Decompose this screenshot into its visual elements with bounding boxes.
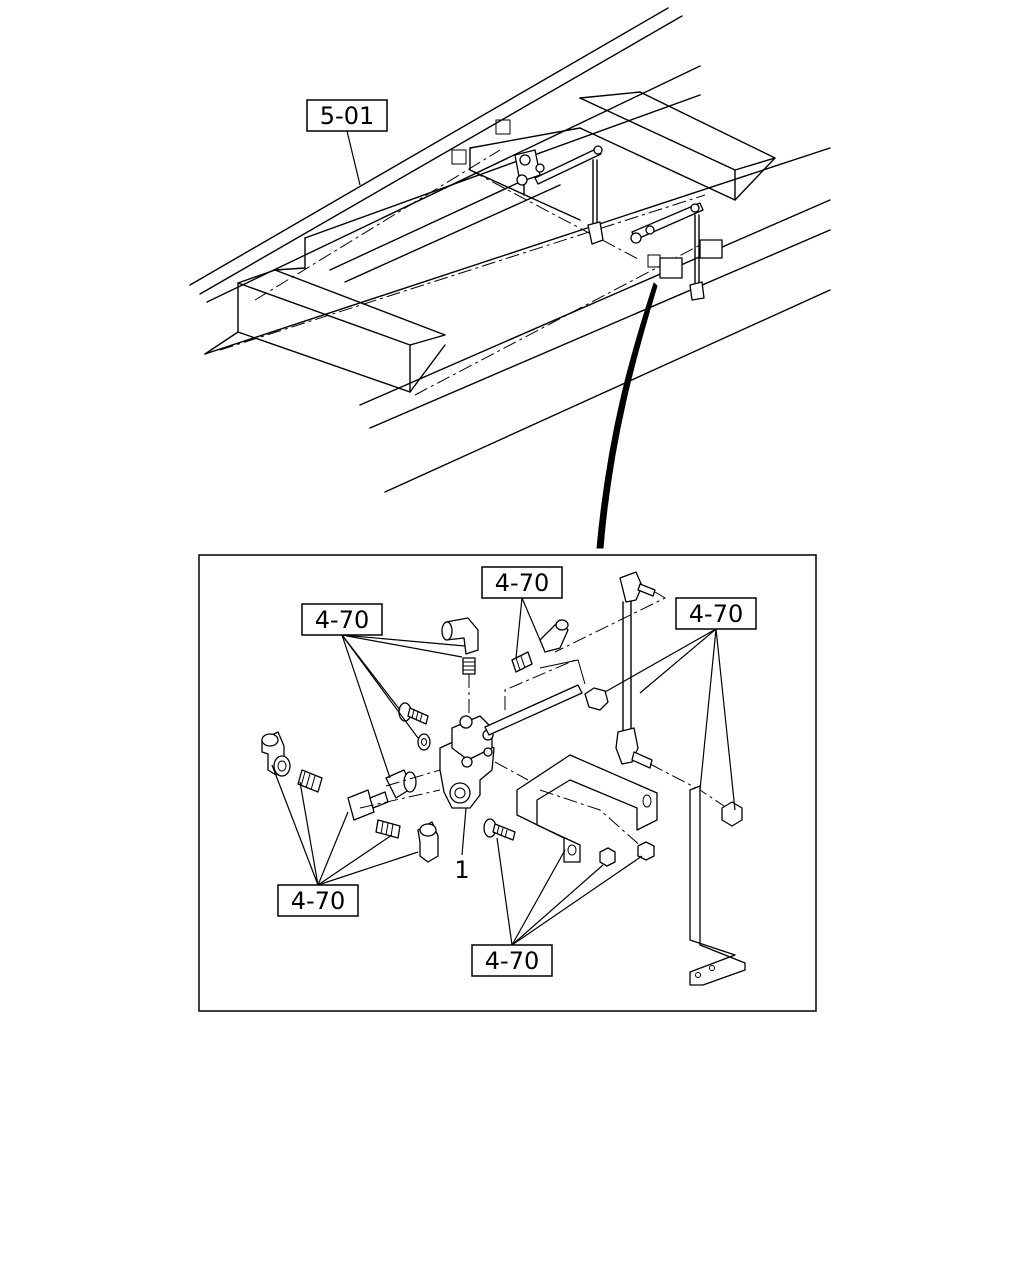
item-number-label: 1 bbox=[454, 856, 469, 884]
callout-lower-left: 4-70 bbox=[277, 884, 359, 917]
leaders-upper-center bbox=[515, 597, 541, 659]
callout-upper-right-label: 4-70 bbox=[689, 600, 743, 628]
callout-lower-center: 4-70 bbox=[471, 944, 553, 977]
bracket-bolt bbox=[483, 818, 516, 841]
valve-assembly-right bbox=[630, 202, 705, 301]
callout-upper-left-label: 4-70 bbox=[315, 606, 369, 634]
frame-reference-callout: 5-01 bbox=[306, 99, 388, 186]
lever-nut bbox=[584, 687, 609, 711]
top-right-fittings bbox=[511, 619, 569, 673]
callout-upper-center-label: 4-70 bbox=[495, 569, 549, 597]
bracket-nut-2 bbox=[637, 841, 655, 861]
rod-nut bbox=[721, 801, 743, 827]
strap-bracket bbox=[689, 785, 746, 986]
washer bbox=[417, 733, 431, 751]
valve-assembly-left bbox=[514, 145, 604, 245]
chassis-frame-view: 5-01 bbox=[189, 7, 831, 549]
detail-frame bbox=[198, 554, 817, 1012]
top-elbow-fitting bbox=[441, 617, 479, 714]
valve-mounting-bolt bbox=[398, 702, 429, 725]
callout-lower-center-label: 4-70 bbox=[485, 947, 539, 975]
leaders-upper-left bbox=[341, 634, 466, 779]
leveling-valve-body bbox=[439, 715, 495, 809]
leaders-lower-left bbox=[271, 764, 419, 886]
callout-upper-left: 4-70 bbox=[301, 603, 383, 636]
frame-reference-label: 5-01 bbox=[320, 102, 374, 130]
left-fittings-group bbox=[261, 731, 441, 863]
leaders-lower-center bbox=[496, 837, 643, 946]
detail-pointer bbox=[596, 282, 658, 549]
callout-upper-center: 4-70 bbox=[481, 566, 563, 599]
detail-view: 4-70 4-70 4-70 4-70 4-70 1 bbox=[261, 566, 757, 986]
callout-lower-left-label: 4-70 bbox=[291, 887, 345, 915]
linkage-rod bbox=[554, 571, 731, 811]
callout-upper-right: 4-70 bbox=[675, 597, 757, 630]
leaders-upper-right bbox=[604, 628, 736, 811]
valve-bracket bbox=[494, 754, 658, 863]
item-1-leader bbox=[461, 807, 467, 856]
bracket-nut bbox=[599, 847, 616, 867]
